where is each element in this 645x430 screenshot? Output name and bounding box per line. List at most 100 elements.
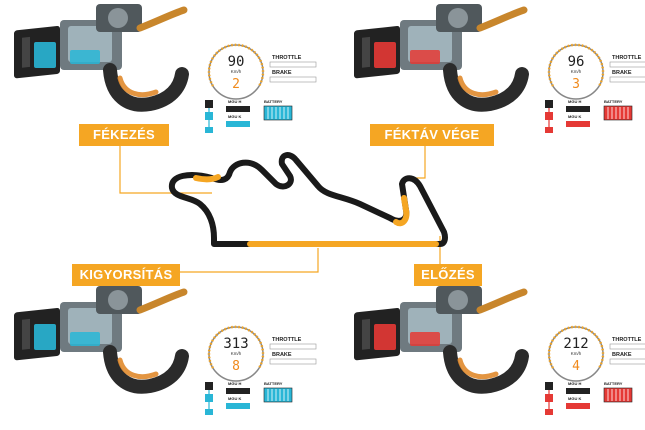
- mgu-k-bar: [566, 121, 590, 127]
- mgu-h-bar: [566, 106, 590, 112]
- turbo-housing: [448, 290, 468, 310]
- exhaust-manifold: [443, 63, 529, 112]
- turbo-housing: [108, 290, 128, 310]
- exhaust-manifold: [103, 63, 189, 112]
- throttle-label: THROTTLE: [612, 55, 642, 61]
- gear-readout: 2: [232, 77, 240, 92]
- gear-readout: 4: [572, 359, 580, 374]
- exhaust-pipe: [476, 6, 528, 32]
- exhaust-manifold: [443, 345, 529, 394]
- es-node: [545, 127, 553, 133]
- brake-label: BRAKE: [272, 352, 292, 358]
- speed-unit: Km/h: [571, 351, 582, 356]
- brake-bar-track: [609, 76, 645, 83]
- energy-store-highlight: [34, 42, 56, 68]
- throttle-brake-bars: THROTTLE BRAKE: [609, 55, 645, 83]
- engine-fin: [362, 36, 370, 68]
- mgu-k-label: MGU K: [568, 114, 581, 119]
- battery-bar: [263, 387, 293, 403]
- gear-readout: 8: [232, 359, 240, 374]
- mgu-h-label: MGU H: [568, 381, 581, 386]
- label-overtaking: ELŐZÉS: [414, 264, 482, 286]
- engine-illustration: [14, 286, 189, 394]
- gauge-ticks: [547, 325, 605, 369]
- gauge-ticks: [547, 43, 605, 87]
- mgu-k-label: MGU K: [228, 396, 241, 401]
- battery-label: BATTERY: [604, 99, 623, 104]
- connector-braking: [119, 146, 212, 194]
- es-node: [205, 409, 213, 415]
- throttle-bar-track: [269, 343, 317, 350]
- energy-store-highlight: [34, 324, 56, 350]
- brake-label: BRAKE: [612, 70, 632, 76]
- exhaust-glow: [117, 75, 159, 98]
- gear-readout: 3: [572, 77, 580, 92]
- mgu-highlight: [70, 332, 100, 346]
- exhaust-pipe: [136, 288, 188, 314]
- throttle-bar-track: [269, 61, 317, 68]
- exhaust-pipe: [136, 6, 188, 32]
- mgu-h-bar: [226, 106, 250, 112]
- brake-bar-track: [269, 76, 317, 83]
- mgu-k-label: MGU K: [228, 114, 241, 119]
- mgu-highlight: [410, 50, 440, 64]
- es-node: [545, 409, 553, 415]
- speed-readout: 90: [228, 54, 245, 70]
- es-node: [205, 127, 213, 133]
- engine-fin: [362, 318, 370, 350]
- brake-label: BRAKE: [612, 352, 632, 358]
- brake-bar-track: [609, 358, 645, 365]
- gauge-ticks: [207, 43, 265, 87]
- throttle-bar-track: [609, 61, 645, 68]
- label-acceleration: KIGYORSÍTÁS: [72, 264, 180, 286]
- label-straight-end: FÉKTÁV VÉGE: [370, 124, 494, 146]
- mgu-highlight: [410, 332, 440, 346]
- speed-unit: Km/h: [231, 351, 242, 356]
- engine-fin: [22, 318, 30, 350]
- throttle-label: THROTTLE: [272, 337, 302, 343]
- speed-unit: Km/h: [231, 69, 242, 74]
- speed-readout: 96: [568, 54, 585, 70]
- mgu-k-bar: [226, 121, 250, 127]
- circuit-map: [168, 152, 448, 247]
- throttle-brake-bars: THROTTLE BRAKE: [269, 337, 317, 365]
- speed-readout: 212: [563, 336, 588, 352]
- engine-illustration: [354, 286, 529, 394]
- mgu-h-node: [545, 100, 553, 108]
- mgu-h-label: MGU H: [228, 99, 241, 104]
- brake-bar-track: [269, 358, 317, 365]
- energy-store-highlight: [374, 324, 396, 350]
- mgu-h-bar: [226, 388, 250, 394]
- speed-unit: Km/h: [571, 69, 582, 74]
- track-straight-end-zone: [393, 195, 410, 227]
- engine-illustration: [14, 4, 189, 112]
- mgu-h-node: [205, 100, 213, 108]
- gauge-ticks: [207, 325, 265, 369]
- engine-fin: [22, 36, 30, 68]
- mgu-h-node: [205, 382, 213, 390]
- exhaust-glow: [457, 75, 499, 98]
- mgu-h-node: [545, 382, 553, 390]
- mgu-h-bar: [566, 388, 590, 394]
- turbo-housing: [448, 8, 468, 28]
- engine-illustration: [354, 4, 529, 112]
- mgu-k-label: MGU K: [568, 396, 581, 401]
- turbo-housing: [108, 8, 128, 28]
- exhaust-manifold: [103, 345, 189, 394]
- mgu-k-bar: [226, 403, 250, 409]
- mgu-k-bar: [566, 403, 590, 409]
- battery-label: BATTERY: [604, 381, 623, 386]
